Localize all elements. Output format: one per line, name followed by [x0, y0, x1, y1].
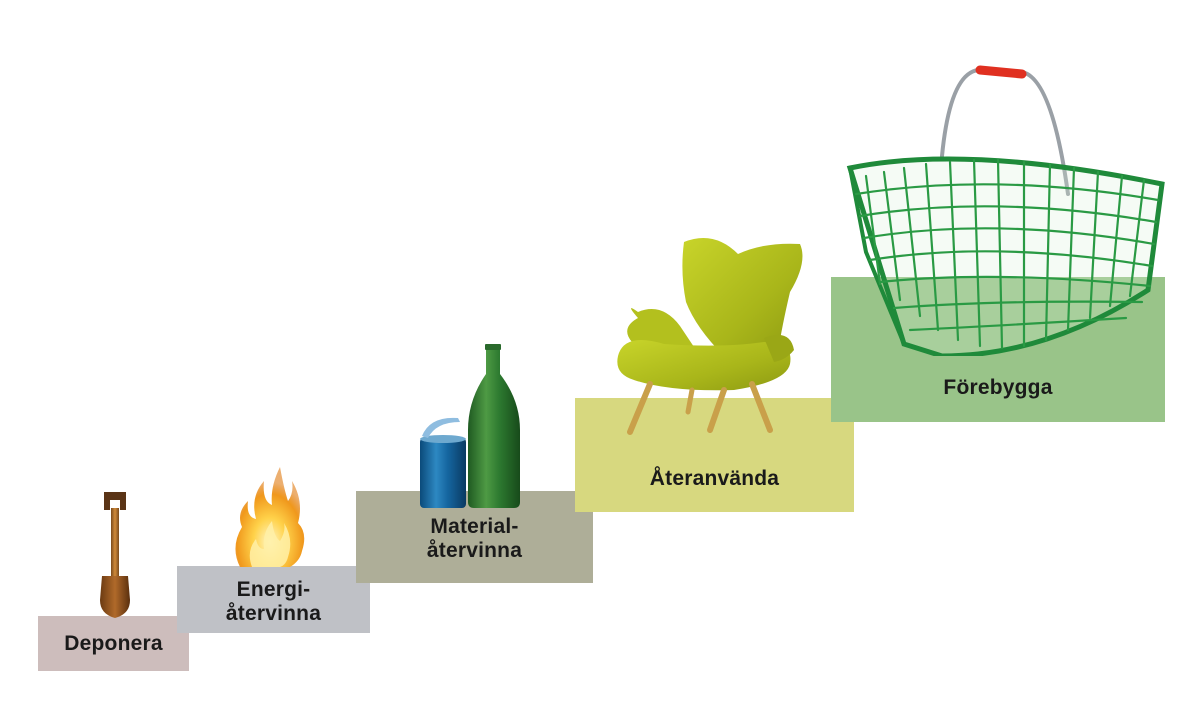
fire-icon [235, 467, 305, 567]
step-ateranvanda: Återanvända [575, 398, 854, 512]
step-deponera: Deponera [38, 616, 189, 671]
step-label: Material-återvinna [426, 515, 523, 562]
step-label: Deponera [64, 631, 163, 655]
shovel-icon [100, 492, 130, 618]
armchair-icon [617, 238, 803, 435]
step-energiatervinna: Energi-återvinna [177, 566, 370, 633]
step-label: Återanvända [649, 467, 780, 490]
step-label: Förebygga [943, 375, 1053, 399]
step-label: Energi-återvinna [225, 577, 322, 625]
can-and-bottle-icon [420, 344, 520, 508]
shopping-basket-icon [846, 65, 1165, 356]
